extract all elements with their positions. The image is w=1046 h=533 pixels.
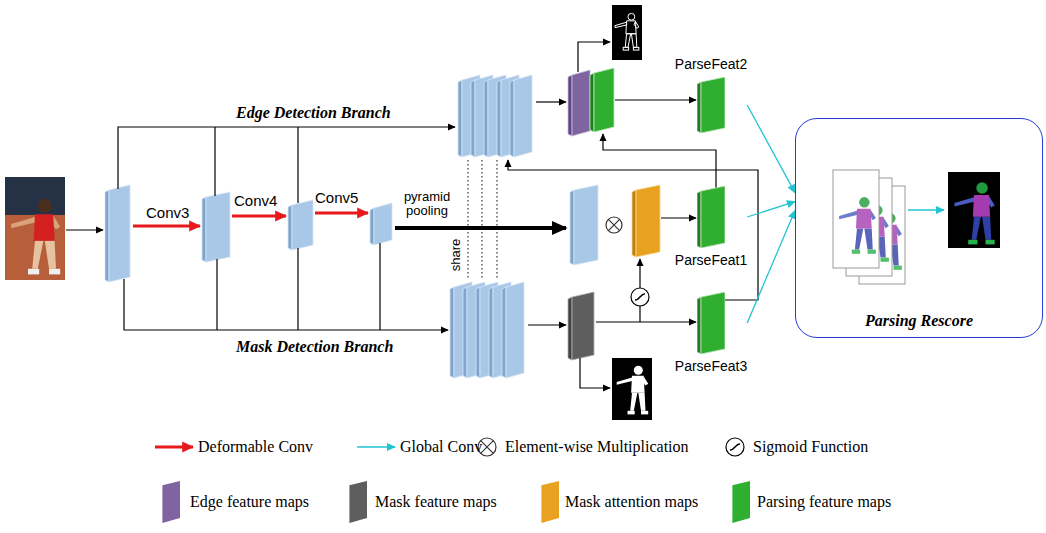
- feature-node: ParseFeat3: [675, 292, 747, 375]
- global-conv-arrow: [747, 105, 795, 193]
- legend-swatch: [158, 481, 180, 523]
- feature-node: ParseFeat2: [675, 56, 747, 133]
- branch-wire: [124, 279, 448, 330]
- parsing-feature-block: [590, 68, 614, 132]
- figure-drawing: [11, 199, 60, 275]
- branch-label: Mask Detection Branch: [236, 337, 393, 357]
- result-image: [948, 172, 1000, 248]
- deformable-conv-arrow: [232, 215, 286, 218]
- mask-map-image: [612, 358, 652, 420]
- branch-wire: [379, 243, 380, 330]
- node-label: ParseFeat2: [675, 56, 747, 73]
- figure-drawing: [852, 205, 889, 262]
- legend-swatch: [728, 481, 750, 523]
- node-label: Parsing Rescore: [865, 311, 973, 331]
- feature-block: [288, 200, 313, 250]
- sigmoid-symbol: [726, 438, 744, 456]
- parsing-feature-block: [697, 77, 725, 133]
- figure-drawing: [615, 13, 639, 50]
- figure-drawing: [954, 182, 994, 244]
- figure-drawing: [839, 197, 876, 254]
- wire: [639, 306, 640, 322]
- legend-text: Mask feature maps: [375, 492, 497, 512]
- deformable-conv-arrow: [133, 225, 200, 228]
- legend-sample: [357, 446, 395, 447]
- global-conv-arrow: [747, 211, 795, 323]
- legend-text: Mask attention maps: [565, 492, 698, 512]
- mask-feature-block: [568, 292, 594, 360]
- input-photo: [5, 177, 65, 280]
- feedback-wire: [508, 160, 758, 300]
- multiply-symbol: [606, 217, 622, 233]
- feature-stack: [510, 75, 532, 157]
- edge-map-image: [612, 5, 642, 60]
- legend-swatch: [537, 481, 559, 523]
- branch-label: Edge Detection Branch: [236, 103, 391, 123]
- feature-block: [105, 185, 130, 282]
- attention-block: [632, 185, 660, 257]
- photo-backdrop: [5, 177, 65, 215]
- parsing-feature-shape: [697, 292, 725, 354]
- share-label: share: [448, 239, 463, 272]
- pooling-label: pyramid pooling: [398, 190, 456, 218]
- branch-wire: [216, 259, 217, 330]
- legend-text: Parsing feature maps: [757, 492, 891, 512]
- feature-block: [202, 192, 230, 262]
- node-label: ParseFeat3: [675, 358, 747, 375]
- legend-sample: [155, 446, 193, 449]
- edge-feature-block: [568, 70, 590, 136]
- pooled-block: [570, 185, 598, 265]
- arrow: [639, 259, 640, 288]
- arrow: [596, 321, 696, 322]
- branch-wire: [214, 127, 215, 196]
- global-conv-arrow: [747, 202, 795, 217]
- share-line: [467, 160, 468, 280]
- figure-drawing: [617, 366, 649, 415]
- parsing-feature-shape: [697, 77, 725, 133]
- legend-text: Element-wise Multiplication: [505, 437, 689, 457]
- deformable-conv-arrow: [315, 212, 368, 215]
- conv-label: Conv5: [315, 189, 358, 206]
- share-line: [496, 160, 497, 280]
- arrow: [528, 324, 566, 325]
- feature-block: [370, 203, 392, 245]
- node-label: ParseFeat1: [675, 252, 747, 269]
- feature-stack: [502, 282, 524, 378]
- rescore-box: Parsing Rescore: [795, 118, 1043, 338]
- legend-text: Global Conv: [400, 437, 482, 457]
- global-conv-arrow: [908, 209, 944, 210]
- arrow: [578, 42, 610, 72]
- branch-wire: [297, 127, 298, 203]
- conv-label: Conv3: [146, 204, 189, 221]
- parsing-feature-block: [697, 186, 725, 248]
- parsing-feature-block: [697, 292, 725, 354]
- parsing-feature-shape: [697, 186, 725, 248]
- branch-wire: [297, 248, 298, 330]
- pooling-arrow: [395, 226, 566, 230]
- conv-label: Conv4: [234, 192, 277, 209]
- arrow: [536, 101, 566, 102]
- arrow: [66, 229, 103, 230]
- legend-text: Deformable Conv: [198, 437, 313, 457]
- feature-node: ParseFeat1: [675, 186, 747, 269]
- branch-wire: [118, 127, 455, 189]
- feedback-wire: [603, 134, 716, 189]
- share-line: [481, 160, 482, 280]
- arrow: [580, 358, 610, 388]
- arrow: [661, 217, 696, 218]
- arrow: [615, 99, 696, 100]
- sigmoid-symbol: [631, 288, 649, 306]
- parsing-frame: [833, 170, 879, 268]
- legend-text: Edge feature maps: [190, 492, 309, 512]
- legend-text: Sigmoid Function: [753, 437, 868, 457]
- legend-swatch: [345, 481, 367, 523]
